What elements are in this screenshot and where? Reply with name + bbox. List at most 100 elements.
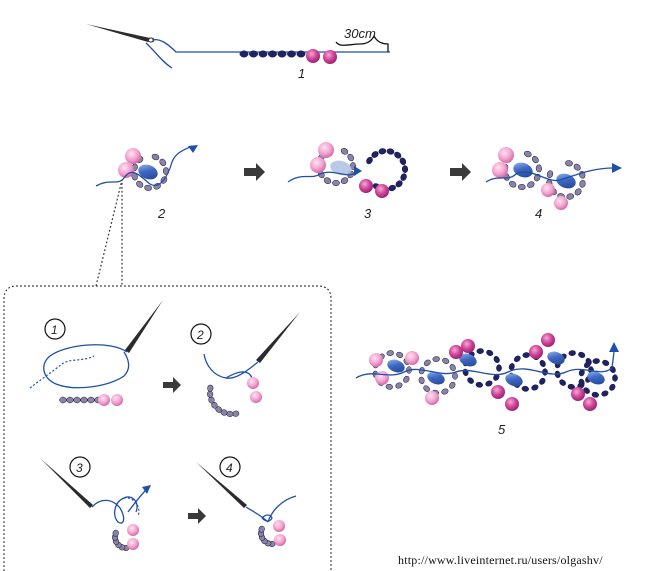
arrow-head	[354, 166, 362, 176]
needle-icon	[40, 458, 93, 508]
pink-bead	[273, 520, 285, 532]
seed-bead	[583, 387, 590, 394]
step-number: 1	[298, 66, 305, 81]
thread	[43, 344, 130, 389]
pink-bead	[541, 183, 555, 197]
inset-step-number: 4	[226, 461, 233, 475]
measure-bracket	[335, 34, 389, 52]
pink-bead	[359, 179, 373, 193]
seed-bead	[347, 153, 354, 162]
pink-bead	[583, 397, 597, 411]
seed-bead	[80, 396, 88, 404]
needle-icon	[125, 300, 163, 353]
arrow-right-icon	[450, 163, 471, 181]
seed-bead	[432, 356, 440, 362]
seed-bead	[496, 364, 502, 372]
seed-bead	[386, 148, 395, 155]
seed-bead	[539, 377, 546, 385]
pink-bead	[310, 157, 326, 173]
seed-bead	[509, 180, 517, 188]
measure-label: 30cm	[344, 26, 376, 41]
seed-bead	[394, 151, 402, 159]
seed-bead	[401, 165, 409, 173]
pink-bead	[498, 147, 514, 163]
seed-bead	[268, 50, 277, 58]
thread	[127, 489, 147, 513]
pink-bead	[247, 377, 259, 389]
pink-bead	[306, 49, 320, 63]
seed-bead	[566, 193, 575, 200]
seed-bead	[517, 183, 526, 191]
seed-bead	[559, 379, 566, 386]
bead-strand	[59, 396, 102, 404]
thread	[91, 496, 138, 524]
inset-step-number: 1	[51, 323, 58, 337]
blue-crystal-bead	[513, 162, 533, 178]
seed-bead	[395, 382, 403, 389]
seed-bead	[524, 150, 532, 158]
seed-bead	[418, 376, 425, 385]
seed-bead	[522, 352, 530, 358]
inset-step-circle	[219, 456, 241, 478]
detail-inset: 1 2 3 4	[3, 179, 332, 571]
pink-bead	[541, 333, 555, 347]
seed-bead	[531, 384, 539, 391]
seed-bead	[579, 180, 586, 188]
pink-bead	[111, 394, 123, 406]
pink-bead	[127, 538, 139, 550]
thread	[355, 367, 613, 379]
blue-crystal-bead	[556, 173, 576, 189]
seed-bead	[573, 163, 581, 171]
seed-bead	[400, 173, 407, 181]
blue-crystal-bead	[587, 371, 605, 385]
seed-bead	[366, 156, 373, 165]
bead-ring	[257, 525, 276, 548]
step-4: 4	[485, 147, 622, 221]
seed-bead	[583, 361, 591, 368]
seed-bead	[485, 380, 493, 387]
seed-bead	[136, 180, 144, 188]
seed-bead	[442, 357, 450, 364]
pink-bead	[425, 391, 439, 405]
inset-step-circle	[190, 323, 212, 345]
seed-bead	[159, 158, 167, 166]
seed-bead	[332, 179, 340, 187]
thread	[611, 351, 615, 369]
pink-bead	[554, 196, 568, 210]
needle-icon	[196, 462, 247, 508]
pink-bead	[318, 142, 334, 158]
pink-bead	[461, 339, 475, 353]
seed-bead	[112, 529, 119, 537]
seed-bead	[601, 390, 609, 397]
seed-bead	[207, 384, 214, 392]
seed-bead	[378, 148, 387, 155]
seed-bead	[452, 372, 458, 380]
thread	[95, 145, 193, 187]
seed-bead	[513, 355, 521, 362]
seed-bead	[340, 177, 349, 184]
pink-bead	[125, 148, 141, 164]
seed-bead	[340, 148, 349, 155]
seed-bead	[258, 525, 265, 533]
seed-bead	[388, 184, 396, 192]
pink-bead	[98, 394, 110, 406]
seed-bead	[591, 391, 599, 398]
finished-band	[369, 333, 618, 411]
seed-bead	[287, 50, 296, 58]
arrow-right-icon	[244, 163, 265, 181]
pink-bead	[375, 371, 389, 385]
seed-bead	[399, 157, 407, 166]
seed-bead	[609, 383, 616, 391]
pink-bead	[571, 387, 585, 401]
inset-step-circle	[69, 456, 91, 478]
seed-bead	[423, 359, 431, 366]
seed-bead	[239, 50, 249, 58]
pink-bead	[118, 162, 134, 178]
knot	[261, 514, 273, 522]
pink-bead	[127, 524, 139, 536]
seed-bead	[323, 177, 332, 184]
thread	[145, 38, 390, 69]
seed-bead	[423, 385, 430, 392]
arrow-right-icon	[188, 508, 206, 524]
